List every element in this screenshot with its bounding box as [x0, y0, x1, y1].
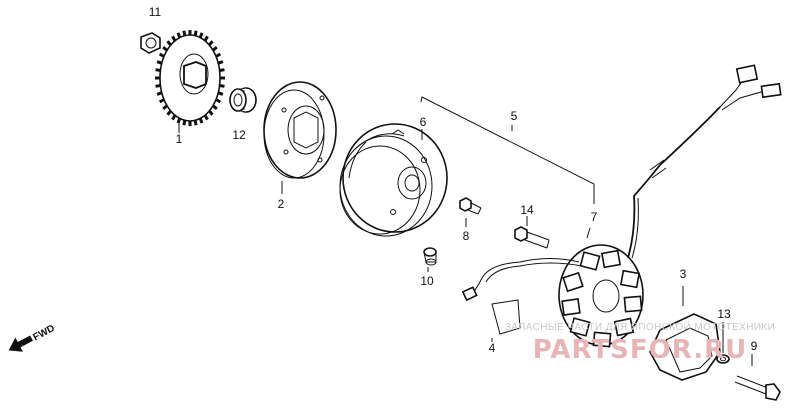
part-bolt-9 [734, 354, 781, 401]
sprocket-tooth [162, 104, 168, 111]
sprocket-tooth [208, 40, 214, 47]
watermark-brand: PARTSFOR.RU [533, 335, 747, 365]
watermark-caption: ЗАПАСНЫЕ ЧАСТИ ДЛЯ ЯПОНСКОЙ МОТОТЕХНИКИ [505, 320, 776, 333]
callout-4: 4 [489, 341, 496, 355]
sprocket-tooth [166, 40, 172, 47]
part-starter-clutch-2 [263, 81, 337, 194]
watermark: ЗАПАСНЫЕ ЧАСТИ ДЛЯ ЯПОНСКОЙ МОТОТЕХНИКИ … [505, 320, 776, 365]
sprocket-tooth [208, 109, 214, 116]
sprocket-tooth [166, 109, 172, 116]
part-bolt-14 [514, 216, 550, 249]
part-sprocket-1 [155, 30, 225, 133]
callout-11: 11 [149, 5, 162, 19]
callout-7: 7 [591, 210, 598, 224]
part-flywheel-6 [339, 123, 448, 237]
callout-labels: 11 1 12 2 6 5 8 14 7 10 3 13 4 9 [149, 5, 758, 355]
part-bearing-12 [229, 87, 257, 113]
sprocket-tooth [212, 45, 218, 52]
callout-13: 13 [717, 307, 731, 321]
callout-6: 6 [420, 115, 427, 129]
callout-10: 10 [420, 274, 434, 288]
callout-5: 5 [511, 109, 518, 123]
callout-1: 1 [176, 132, 183, 146]
stator-coils [561, 249, 643, 348]
callout-12: 12 [232, 128, 246, 142]
part-bolt-8 [459, 197, 482, 227]
callout-14: 14 [520, 203, 534, 217]
part-stator-7 [461, 64, 782, 348]
part-nut-11 [140, 32, 161, 54]
fwd-arrow-icon: FWD [8, 323, 57, 352]
fwd-label: FWD [31, 323, 56, 343]
group-bracket-5 [420, 96, 595, 204]
sprocket-tooth [212, 104, 218, 111]
callout-2: 2 [278, 197, 285, 211]
callout-9: 9 [751, 339, 758, 353]
callout-3: 3 [680, 267, 687, 281]
callout-8: 8 [463, 229, 470, 243]
sprocket-tooth [162, 45, 168, 52]
part-washer-13 [716, 322, 730, 364]
part-dowel-10 [423, 247, 437, 272]
part-cover-3 [649, 286, 721, 381]
